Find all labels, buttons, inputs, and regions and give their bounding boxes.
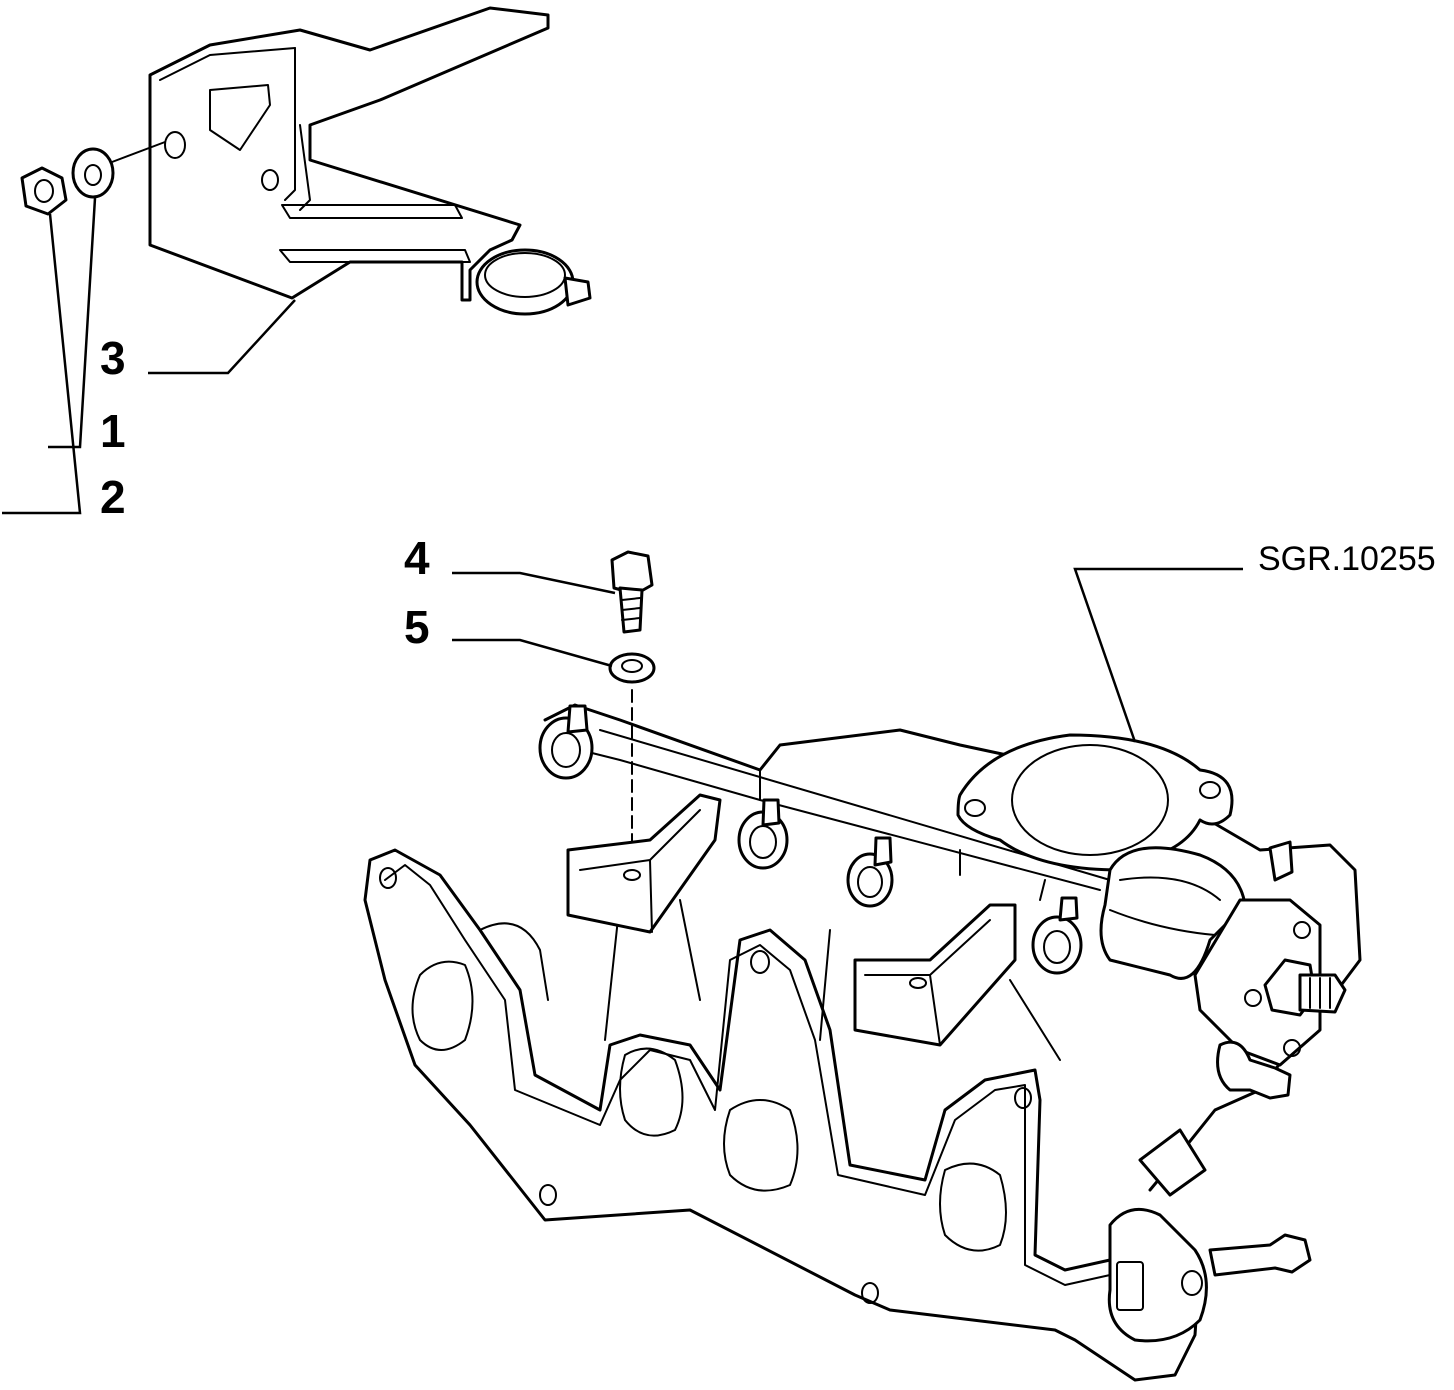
leader-4	[452, 571, 616, 595]
leader-1	[48, 197, 97, 449]
intake-manifold	[363, 703, 1362, 1382]
leader-5	[452, 638, 613, 668]
leader-ref	[1073, 567, 1243, 743]
callout-2: 2	[100, 471, 126, 523]
washer-part-1	[71, 141, 166, 199]
callout-3: 3	[100, 332, 126, 384]
leader-3	[148, 299, 296, 375]
bracket-part-3	[148, 6, 592, 316]
callout-5: 5	[404, 601, 430, 653]
bolt-part-4	[610, 550, 654, 634]
nut-part-2	[20, 166, 68, 216]
leader-2	[2, 213, 82, 515]
reference-code: SGR.10255	[1258, 540, 1436, 578]
callout-4: 4	[404, 532, 430, 584]
washer-part-5	[608, 652, 656, 876]
callout-1: 1	[100, 405, 126, 457]
leader-lines	[2, 197, 1243, 743]
